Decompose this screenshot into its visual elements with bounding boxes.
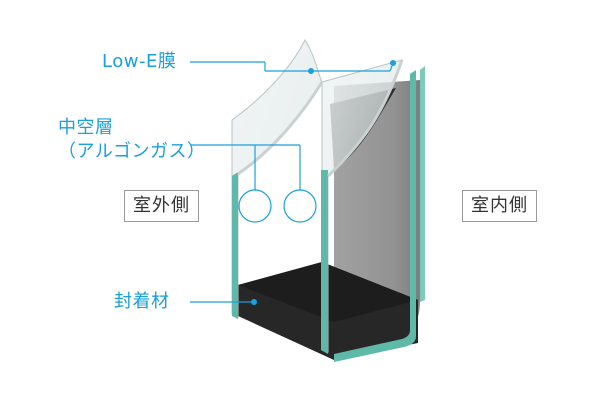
outdoor-side-label: 室外側 — [124, 190, 199, 222]
hollow-circle-2 — [283, 189, 317, 223]
outer-glass-edge — [232, 172, 238, 319]
lowe-line-branch-up — [389, 65, 393, 72]
hollow-circle-1 — [238, 189, 272, 223]
middle-glass-edge — [321, 170, 328, 354]
sealant-dot — [251, 299, 257, 305]
hollow-layer-label-line1: 中空層 — [58, 117, 114, 138]
hollow-layer-label-line2: （アルゴンガス） — [58, 141, 206, 162]
edge-highlight — [420, 66, 425, 302]
indoor-side-label: 室内側 — [462, 190, 537, 222]
sealant-label: 封着材 — [114, 291, 170, 312]
wave-outer — [237, 81, 324, 176]
hollow-layer-label: 中空層 （アルゴンガス） — [58, 116, 205, 164]
lowe-label: Low-E膜 — [102, 51, 177, 72]
lowe-dot-2 — [390, 60, 396, 66]
wave-middle — [326, 59, 404, 178]
